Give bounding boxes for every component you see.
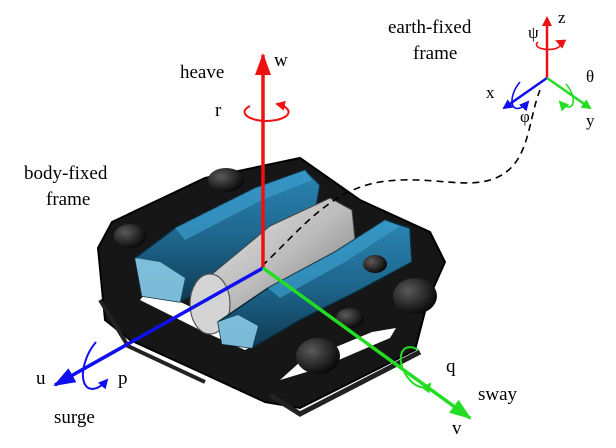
body-frame-title-line2: frame bbox=[46, 189, 90, 210]
earth-y-rotation-arrow bbox=[558, 83, 575, 112]
thruster bbox=[363, 255, 387, 273]
earth-frame-title-line1: earth-fixed bbox=[388, 17, 472, 38]
heave-velocity-label: w bbox=[274, 50, 288, 71]
rov-vehicle-icon bbox=[96, 156, 447, 417]
surge-axis bbox=[53, 266, 264, 387]
cylinder-end-cap bbox=[189, 273, 231, 335]
earth-x-rotation-label: φ bbox=[520, 107, 530, 126]
earth-z-rotation-label: ψ bbox=[528, 23, 539, 42]
thruster bbox=[336, 308, 364, 328]
skid bbox=[98, 298, 206, 384]
right-hull-top bbox=[268, 220, 400, 298]
sway-velocity-label: v bbox=[452, 418, 462, 439]
earth-x-label: x bbox=[486, 83, 495, 102]
body-frame-axes: heave w r surge u p sway v q body-fixed … bbox=[24, 50, 518, 439]
surge-label: surge bbox=[54, 407, 95, 428]
sway-label: sway bbox=[478, 384, 518, 405]
earth-z-label: z bbox=[558, 8, 566, 27]
thruster bbox=[296, 338, 340, 374]
thruster bbox=[208, 168, 244, 192]
left-hull-top bbox=[175, 170, 312, 240]
sway-axis bbox=[261, 266, 472, 420]
earth-y-label: y bbox=[586, 111, 595, 130]
thruster bbox=[393, 278, 437, 314]
surge-rotation-arrow bbox=[81, 341, 109, 390]
earth-y-rotation-label: θ bbox=[586, 67, 594, 86]
thruster bbox=[114, 224, 146, 248]
body-frame-title-line1: body-fixed bbox=[24, 163, 108, 184]
dashed-connector bbox=[261, 89, 541, 267]
surge-rotation-label: p bbox=[118, 368, 128, 389]
heave-rotation-arrow bbox=[243, 100, 290, 122]
sway-rotation-arrow bbox=[399, 346, 432, 394]
earth-frame-axes: z ψ x φ y θ earth-fixed frame bbox=[388, 8, 595, 130]
heave-label: heave bbox=[180, 62, 224, 83]
earth-z-rotation-arrow bbox=[535, 39, 567, 51]
skid bbox=[268, 349, 422, 417]
earth-x-rotation-arrow bbox=[511, 81, 530, 112]
earth-x-axis bbox=[502, 76, 548, 110]
earth-y-axis bbox=[546, 76, 592, 110]
hull-front-panel bbox=[135, 258, 185, 302]
surge-velocity-label: u bbox=[36, 368, 46, 389]
heave-rotation-label: r bbox=[215, 100, 222, 121]
earth-frame-title-line2: frame bbox=[413, 43, 457, 64]
sway-rotation-label: q bbox=[446, 356, 456, 377]
hull-front-panel bbox=[218, 315, 258, 348]
